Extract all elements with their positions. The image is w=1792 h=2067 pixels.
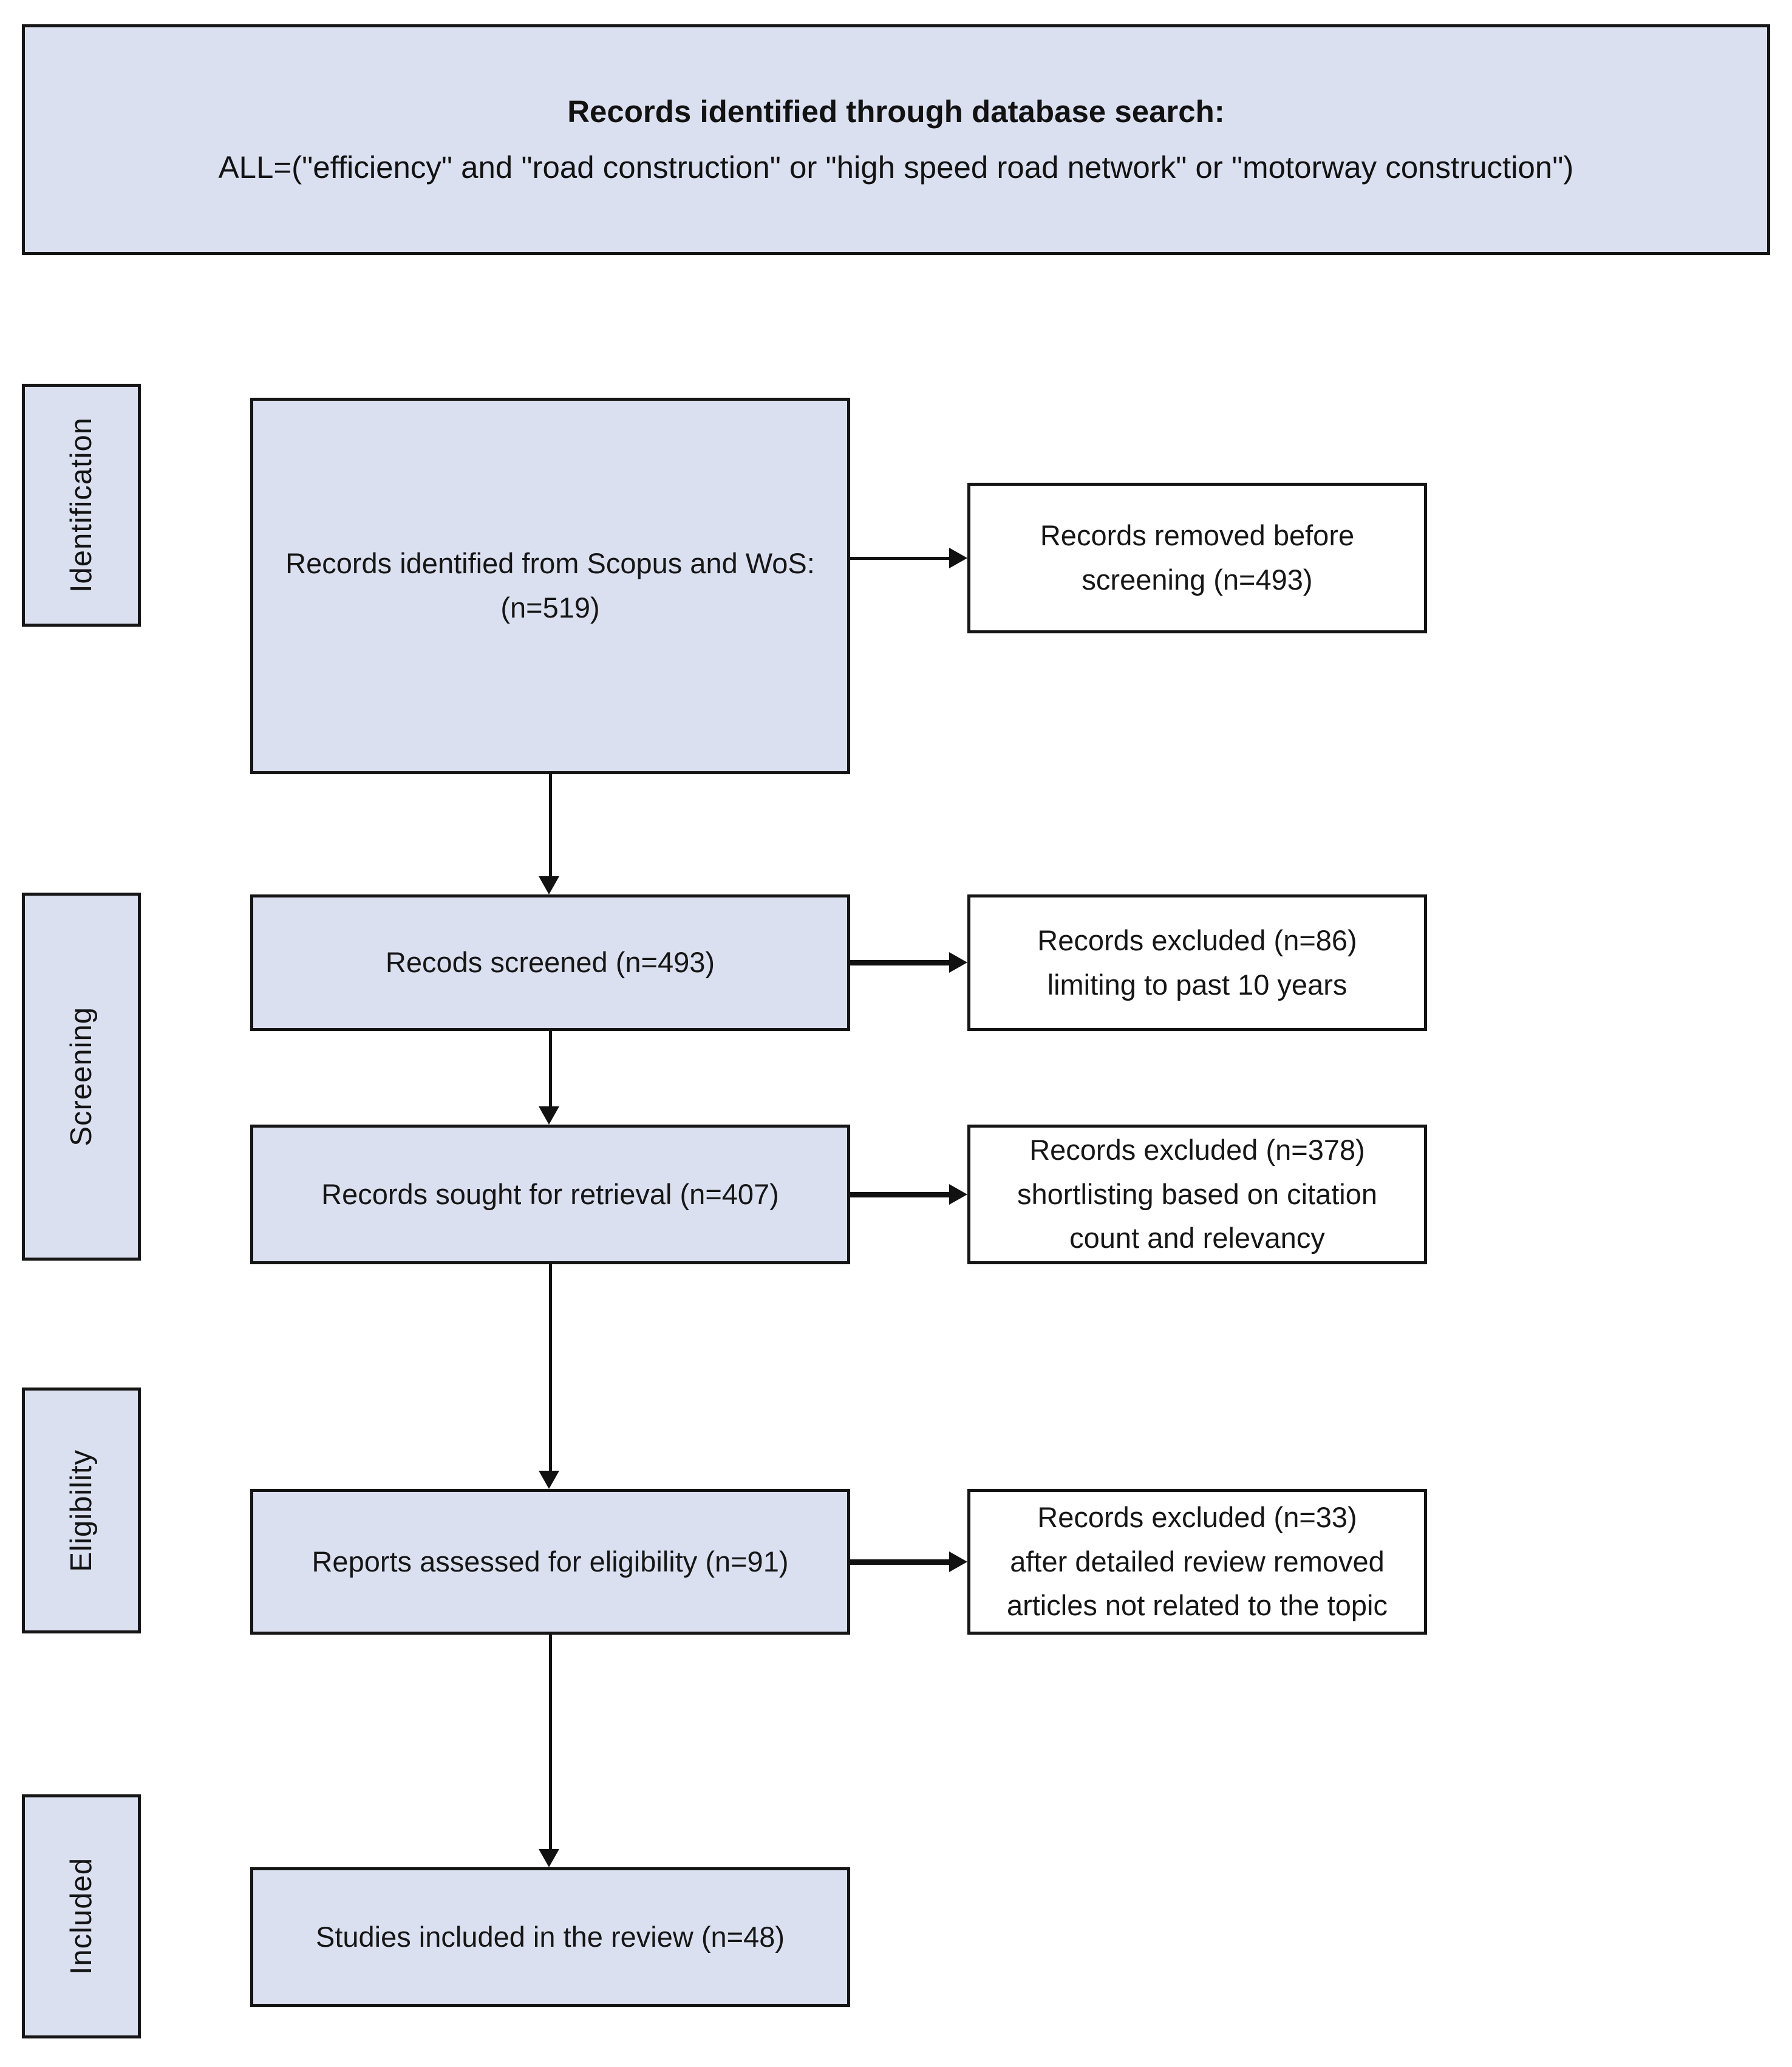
- connector-screened-to-sought: [549, 1031, 552, 1106]
- stage-label-screening-text: Screening: [65, 1007, 98, 1146]
- flow-box-reports-assessed-text: Reports assessed for eligibility (n=91): [312, 1545, 789, 1578]
- exclusion-box-detailed-review: Records excluded (n=33) after detailed r…: [967, 1489, 1427, 1635]
- search-query-banner-content: Records identified through database sear…: [25, 89, 1767, 191]
- flow-box-reports-assessed: Reports assessed for eligibility (n=91): [250, 1489, 850, 1635]
- arrow-sought-to-assessed: [539, 1471, 559, 1489]
- flow-box-records-sought: Records sought for retrieval (n=407): [250, 1125, 850, 1264]
- connector-identified-to-removed: [850, 557, 949, 560]
- arrow-identified-to-removed: [949, 548, 967, 568]
- flow-box-records-identified-text: Records identified from Scopus and WoS: …: [285, 547, 815, 624]
- connector-identified-to-screened: [549, 774, 552, 876]
- exclusion-box-past-10-years: Records excluded (n=86) limiting to past…: [967, 894, 1427, 1031]
- arrow-identified-to-screened: [539, 876, 559, 894]
- exclusion-box-shortlisting: Records excluded (n=378) shortlisting ba…: [967, 1125, 1427, 1264]
- flow-box-records-identified: Records identified from Scopus and WoS: …: [250, 398, 850, 774]
- search-query-string: ALL=("efficiency" and "road construction…: [218, 150, 1574, 185]
- stage-label-eligibility-text: Eligibility: [65, 1449, 98, 1572]
- search-query-title: Records identified through database sear…: [567, 94, 1225, 129]
- stage-label-eligibility: Eligibility: [22, 1388, 141, 1633]
- search-query-banner: Records identified through database sear…: [22, 24, 1770, 255]
- stage-label-identification: Identification: [22, 384, 141, 627]
- exclusion-box-detailed-review-text: Records excluded (n=33) after detailed r…: [1006, 1500, 1388, 1622]
- connector-assessed-to-included: [549, 1635, 552, 1849]
- stage-label-included-text: Included: [65, 1858, 98, 1975]
- stage-label-identification-text: Identification: [65, 417, 98, 593]
- arrow-screened-to-excluded: [949, 952, 967, 973]
- flow-box-studies-included: Studies included in the review (n=48): [250, 1867, 850, 2007]
- exclusion-box-removed-before-screening-text: Records removed before screening (n=493): [1040, 519, 1355, 596]
- connector-sought-to-assessed: [549, 1264, 552, 1471]
- flow-box-records-screened: Recods screened (n=493): [250, 894, 850, 1031]
- flow-box-studies-included-text: Studies included in the review (n=48): [315, 1920, 785, 1953]
- arrow-sought-to-excluded: [949, 1184, 967, 1205]
- flow-box-records-sought-text: Records sought for retrieval (n=407): [321, 1177, 779, 1210]
- arrow-screened-to-sought: [539, 1106, 559, 1125]
- connector-sought-to-excluded: [850, 1192, 949, 1197]
- flow-box-records-screened-text: Recods screened (n=493): [385, 946, 715, 979]
- arrow-assessed-to-excluded: [949, 1551, 967, 1572]
- connector-assessed-to-excluded: [850, 1559, 949, 1565]
- exclusion-box-removed-before-screening: Records removed before screening (n=493): [967, 483, 1427, 633]
- stage-label-screening: Screening: [22, 893, 141, 1261]
- stage-label-included: Included: [22, 1794, 141, 2038]
- connector-screened-to-excluded: [850, 960, 949, 965]
- exclusion-box-shortlisting-text: Records excluded (n=378) shortlisting ba…: [1017, 1133, 1378, 1255]
- exclusion-box-past-10-years-text: Records excluded (n=86) limiting to past…: [1037, 924, 1357, 1001]
- arrow-assessed-to-included: [539, 1849, 559, 1867]
